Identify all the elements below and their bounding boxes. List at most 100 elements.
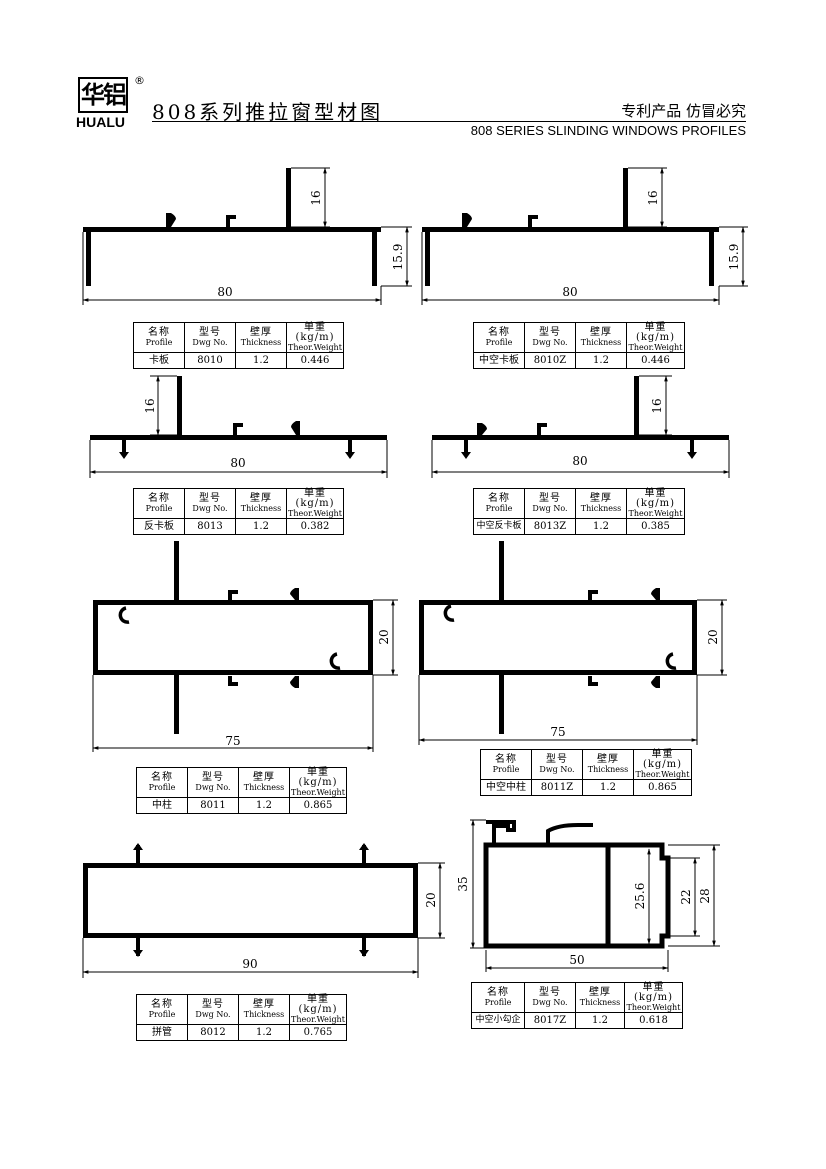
- cell-thickness: 1.2: [575, 518, 627, 535]
- cell-name: 卡板: [133, 352, 185, 369]
- cell-weight: 0.765: [289, 1024, 347, 1041]
- cell-weight: 0.382: [286, 518, 344, 535]
- profile-8010-drawing: [82, 167, 412, 305]
- header-weight: 单重(kg/m)Theor.Weight: [286, 488, 344, 519]
- dim-label: 16: [650, 398, 664, 413]
- dim-label: 22: [679, 889, 693, 904]
- dim-label: 50: [569, 953, 584, 967]
- patent-notice: 专利产品 仿冒必究: [621, 102, 746, 120]
- dim-label: 25.6: [633, 883, 647, 910]
- dim-label: 80: [572, 454, 587, 468]
- header-rule: [152, 121, 746, 122]
- profile-8013-drawing: [89, 375, 388, 478]
- dim-label: 15.9: [727, 244, 741, 271]
- cell-weight: 0.385: [626, 518, 685, 535]
- dim-label: 16: [646, 190, 660, 205]
- header-weight: 单重(kg/m)Theor.Weight: [289, 767, 347, 798]
- header-weight: 单重(kg/m)Theor.Weight: [624, 982, 683, 1013]
- cell-thickness: 1.2: [238, 797, 290, 814]
- dim-label: 20: [424, 892, 438, 907]
- dim-label: 20: [706, 629, 720, 644]
- cell-thickness: 1.2: [575, 1012, 625, 1029]
- cell-thickness: 1.2: [235, 352, 287, 369]
- profile-8013z-drawing: [431, 375, 730, 478]
- cell-dwg: 8017Z: [524, 1012, 576, 1029]
- cell-dwg: 8013Z: [524, 518, 576, 535]
- dim-label: 20: [377, 629, 391, 644]
- cell-dwg: 8011Z: [531, 779, 583, 796]
- cell-thickness: 1.2: [575, 352, 627, 369]
- cell-name: 拼管: [136, 1024, 188, 1041]
- cell-name: 反卡板: [133, 518, 185, 535]
- cell-dwg: 8011: [187, 797, 239, 814]
- cell-weight: 0.446: [286, 352, 344, 369]
- header-weight: 单重(kg/m)Theor.Weight: [286, 322, 344, 353]
- cell-dwg: 8010Z: [524, 352, 576, 369]
- dim-label: 35: [456, 876, 470, 891]
- logo-mark: 华铝: [78, 77, 128, 113]
- cell-dwg: 8010: [184, 352, 236, 369]
- dim-label: 15.9: [391, 244, 405, 271]
- cell-name: 中空中柱: [480, 779, 532, 796]
- cell-name: 中空小勾企: [471, 1012, 525, 1029]
- cell-thickness: 1.2: [235, 518, 287, 535]
- cell-weight: 0.446: [626, 352, 685, 369]
- dim-label: 80: [562, 285, 577, 299]
- cell-name: 中空卡板: [473, 352, 525, 369]
- dim-label: 80: [230, 456, 245, 470]
- cell-weight: 0.618: [624, 1012, 683, 1029]
- profile-8012-drawing: [82, 843, 445, 978]
- dim-label: 75: [550, 725, 565, 739]
- header-weight: 单重(kg/m)Theor.Weight: [626, 322, 685, 353]
- profile-8011-drawing: [92, 541, 398, 752]
- logo-text: HUALU: [76, 114, 125, 130]
- dim-label: 90: [242, 957, 257, 971]
- header-weight: 单重(kg/m)Theor.Weight: [626, 488, 685, 519]
- header-weight: 单重(kg/m)Theor.Weight: [289, 994, 347, 1025]
- dim-label: 16: [143, 398, 157, 413]
- cell-dwg: 8012: [187, 1024, 239, 1041]
- dim-label: 28: [698, 888, 712, 903]
- logo: 华铝: [76, 75, 130, 115]
- cell-thickness: 1.2: [582, 779, 634, 796]
- cell-weight: 0.865: [289, 797, 347, 814]
- dim-label: 80: [217, 285, 232, 299]
- dim-label: 75: [225, 734, 240, 748]
- header-weight: 单重(kg/m)Theor.Weight: [633, 749, 692, 780]
- dim-label: 16: [309, 190, 323, 205]
- profile-8017z-drawing: [470, 819, 720, 972]
- cell-dwg: 8013: [184, 518, 236, 535]
- page-title: 808系列推拉窗型材图: [152, 100, 384, 124]
